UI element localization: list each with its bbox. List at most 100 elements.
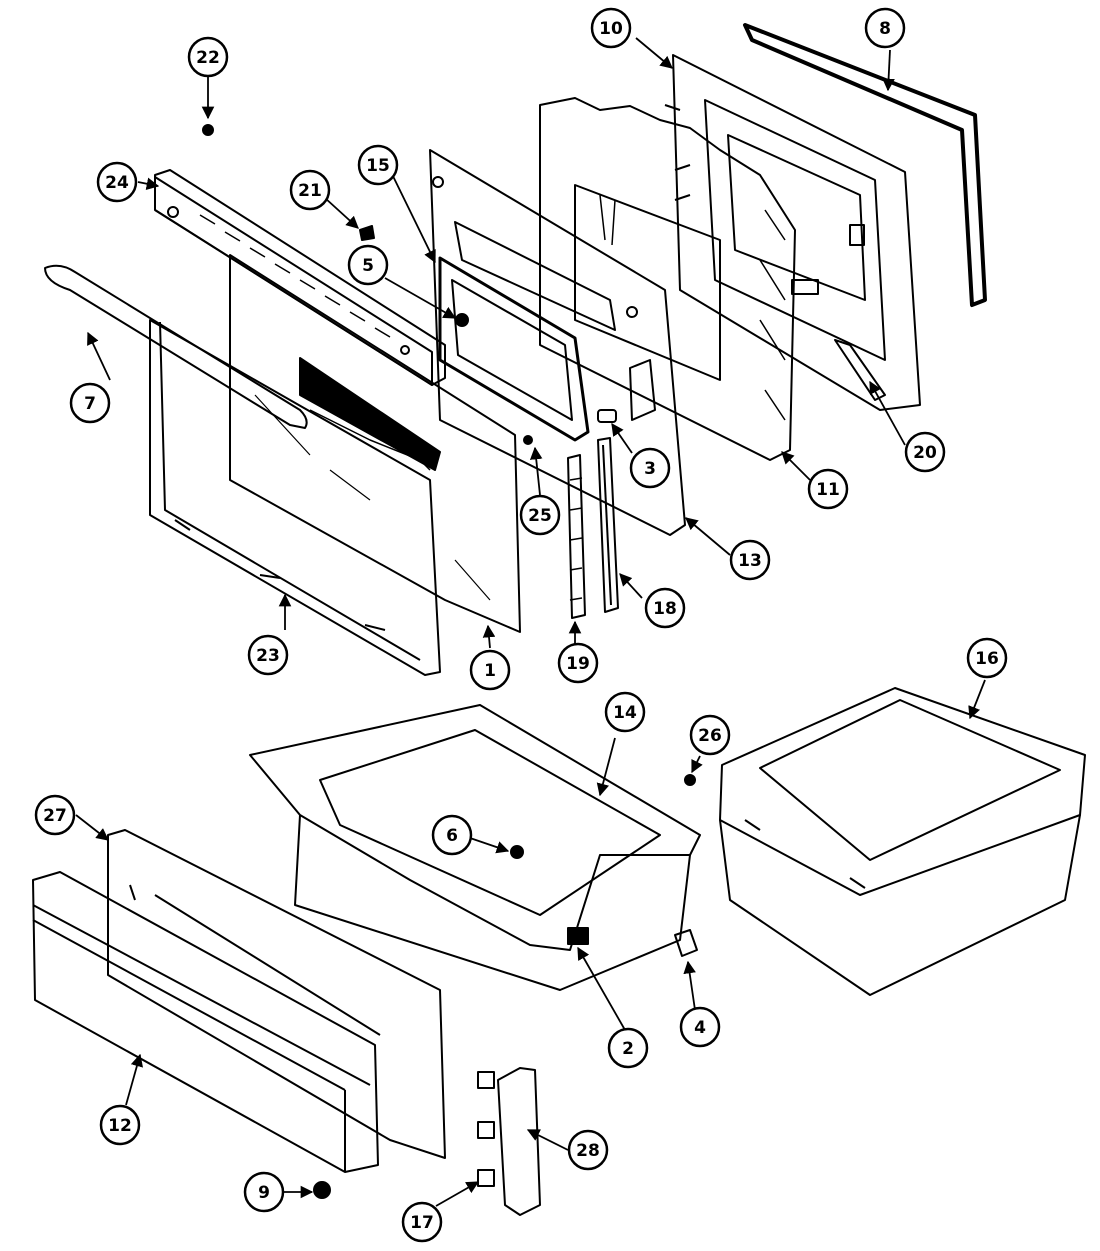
callout-label: 21 bbox=[298, 181, 322, 201]
callout-22: 22 bbox=[187, 36, 229, 78]
callout-26: 26 bbox=[689, 714, 731, 756]
door-insulation-part bbox=[539, 97, 796, 461]
callout-group: 1234567891011121314151617181920212223242… bbox=[34, 7, 1008, 1243]
callout-circle bbox=[401, 1201, 443, 1243]
callout-circle bbox=[519, 494, 561, 536]
small-fasteners bbox=[202, 124, 698, 1199]
callout-10: 10 bbox=[590, 7, 632, 49]
callout-9: 9 bbox=[243, 1171, 285, 1213]
callout-16: 16 bbox=[966, 637, 1008, 679]
callout-label: 15 bbox=[366, 156, 390, 176]
outer-door-frame-part bbox=[149, 319, 441, 676]
callout-label: 20 bbox=[913, 443, 937, 463]
callout-circle bbox=[357, 144, 399, 186]
drawer-pan-part bbox=[249, 704, 701, 991]
door-glass-part bbox=[229, 254, 521, 633]
callout-label: 19 bbox=[566, 654, 590, 674]
callout-label: 14 bbox=[613, 703, 637, 723]
callout-11: 11 bbox=[807, 468, 849, 510]
door-handle-part bbox=[44, 264, 308, 429]
callout-21: 21 bbox=[289, 169, 331, 211]
callout-circle bbox=[644, 587, 686, 629]
callout-5: 5 bbox=[347, 244, 389, 286]
callout-12: 12 bbox=[99, 1104, 141, 1146]
callout-label: 8 bbox=[879, 19, 891, 39]
callout-2: 2 bbox=[607, 1027, 649, 1069]
hinge-rail-part bbox=[597, 437, 619, 613]
callout-24: 24 bbox=[96, 161, 138, 203]
callout-17: 17 bbox=[401, 1201, 443, 1243]
callout-circle bbox=[431, 814, 473, 856]
callout-label: 16 bbox=[975, 649, 999, 669]
callout-label: 28 bbox=[576, 1141, 600, 1161]
pads-part bbox=[477, 1071, 495, 1187]
callout-18: 18 bbox=[644, 587, 686, 629]
callout-label: 22 bbox=[196, 48, 220, 68]
callout-circle bbox=[567, 1129, 609, 1171]
drawer-front-panel-part bbox=[32, 871, 379, 1173]
callout-label: 26 bbox=[698, 726, 722, 746]
callout-4: 4 bbox=[679, 1006, 721, 1048]
callout-label: 23 bbox=[256, 646, 280, 666]
callout-label: 9 bbox=[258, 1183, 270, 1203]
callout-circle bbox=[99, 1104, 141, 1146]
callout-label: 12 bbox=[108, 1116, 132, 1136]
drawer-back-bracket-part bbox=[107, 829, 446, 1159]
callout-28: 28 bbox=[567, 1129, 609, 1171]
callout-circle bbox=[729, 539, 771, 581]
callout-circle bbox=[34, 794, 76, 836]
callout-label: 18 bbox=[653, 599, 677, 619]
callout-circle bbox=[469, 649, 511, 691]
callout-14: 14 bbox=[604, 691, 646, 733]
callout-3: 3 bbox=[629, 447, 671, 489]
callout-23: 23 bbox=[247, 634, 289, 676]
callout-circle bbox=[604, 691, 646, 733]
callout-label: 6 bbox=[446, 826, 458, 846]
callout-6: 6 bbox=[431, 814, 473, 856]
callout-circle bbox=[966, 637, 1008, 679]
callout-circle bbox=[557, 642, 599, 684]
callout-circle bbox=[347, 244, 389, 286]
callout-7: 7 bbox=[69, 382, 111, 424]
callout-label: 11 bbox=[816, 480, 840, 500]
callout-circle bbox=[590, 7, 632, 49]
callout-circle bbox=[689, 714, 731, 756]
callout-circle bbox=[243, 1171, 285, 1213]
callout-circle bbox=[96, 161, 138, 203]
callout-19: 19 bbox=[557, 642, 599, 684]
control-panel-vent-part bbox=[154, 169, 446, 386]
clip-part bbox=[597, 409, 617, 423]
callout-circle bbox=[864, 7, 906, 49]
callout-label: 10 bbox=[599, 19, 623, 39]
callout-label: 24 bbox=[105, 173, 129, 193]
inner-door-panel-part bbox=[664, 54, 921, 411]
callout-27: 27 bbox=[34, 794, 76, 836]
hinge-bracket-part bbox=[834, 339, 886, 401]
callout-1: 1 bbox=[469, 649, 511, 691]
callout-circle bbox=[629, 447, 671, 489]
callout-15: 15 bbox=[357, 144, 399, 186]
callout-circle bbox=[247, 634, 289, 676]
leader-lines bbox=[75, 37, 986, 1207]
door-gasket-part bbox=[743, 23, 987, 307]
hinge-channel-part bbox=[567, 454, 586, 619]
callout-label: 3 bbox=[644, 459, 656, 479]
callout-label: 13 bbox=[738, 551, 762, 571]
callout-20: 20 bbox=[904, 431, 946, 473]
callout-circle bbox=[187, 36, 229, 78]
callout-8: 8 bbox=[864, 7, 906, 49]
callout-label: 1 bbox=[484, 661, 496, 681]
callout-label: 27 bbox=[43, 806, 67, 826]
callout-label: 25 bbox=[528, 506, 552, 526]
callout-label: 5 bbox=[362, 256, 374, 276]
callout-label: 17 bbox=[410, 1213, 434, 1233]
callout-25: 25 bbox=[519, 494, 561, 536]
callout-circle bbox=[679, 1006, 721, 1048]
callout-circle bbox=[607, 1027, 649, 1069]
callout-label: 7 bbox=[84, 394, 96, 414]
storage-drawer-part bbox=[719, 687, 1086, 996]
side-trim-part bbox=[497, 1067, 541, 1216]
callout-circle bbox=[807, 468, 849, 510]
callout-label: 2 bbox=[622, 1039, 634, 1059]
